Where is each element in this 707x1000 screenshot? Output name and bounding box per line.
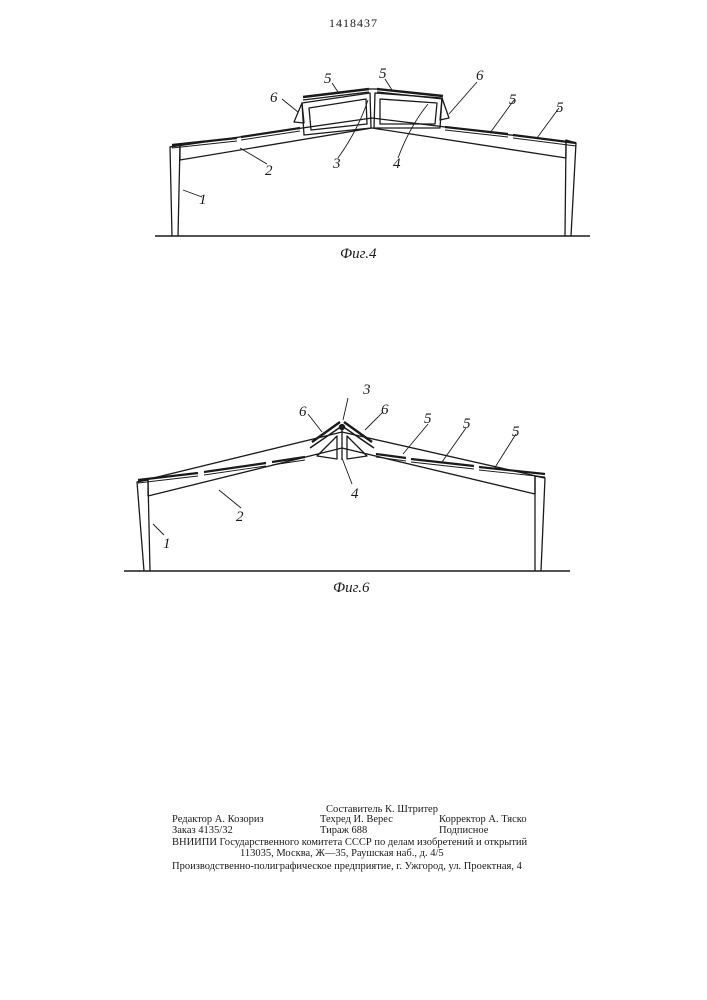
glazing-right <box>347 436 367 459</box>
label-panel-d: 5 <box>556 100 564 116</box>
label-flap-b: 6 <box>381 402 389 418</box>
label-panel-c: 5 <box>512 424 520 440</box>
imprint-address: 113035, Москва, Ж—35, Раушская наб., д. … <box>240 848 444 860</box>
label-flap-a: 6 <box>270 90 278 106</box>
figure-6-caption: Фиг.6 <box>333 580 370 596</box>
truss-bottom <box>180 128 566 160</box>
label-panel-b: 5 <box>463 416 471 432</box>
right-column <box>535 476 545 571</box>
roof-panels-left <box>172 128 300 145</box>
truss-top <box>170 118 576 147</box>
right-column <box>565 140 576 236</box>
label-lantern-frame: 3 <box>332 156 341 172</box>
truss-top <box>137 432 545 482</box>
label-ridge: 3 <box>362 382 371 398</box>
left-column <box>170 145 180 236</box>
label-panel-c: 5 <box>509 92 517 108</box>
figure-6: 1 2 3 4 6 6 5 5 5 Фиг.6 <box>0 370 707 600</box>
glazing-left <box>317 436 337 459</box>
figure-4-caption: Фиг.4 <box>340 246 377 262</box>
label-panel-b: 5 <box>379 66 387 82</box>
label-beam: 2 <box>236 509 244 525</box>
label-frame: 1 <box>163 536 171 552</box>
imprint-printer: Производственно-полиграфическое предприя… <box>172 861 522 873</box>
imprint-order: Заказ 4135/32 <box>172 825 233 837</box>
imprint-subscription: Подписное <box>439 825 488 837</box>
label-panel-a: 5 <box>424 411 432 427</box>
imprint-circulation: Тираж 688 <box>320 825 367 837</box>
label-frame: 1 <box>199 192 207 208</box>
label-flap-a: 6 <box>299 404 307 420</box>
label-beam: 2 <box>265 163 273 179</box>
figure-4: 1 2 3 4 5 5 5 5 6 6 Фиг.4 <box>0 0 707 270</box>
label-panel-a: 5 <box>324 71 332 87</box>
label-glazing: 4 <box>351 486 359 502</box>
label-lantern-glazing: 4 <box>393 156 401 172</box>
label-flap-b: 6 <box>476 68 484 84</box>
